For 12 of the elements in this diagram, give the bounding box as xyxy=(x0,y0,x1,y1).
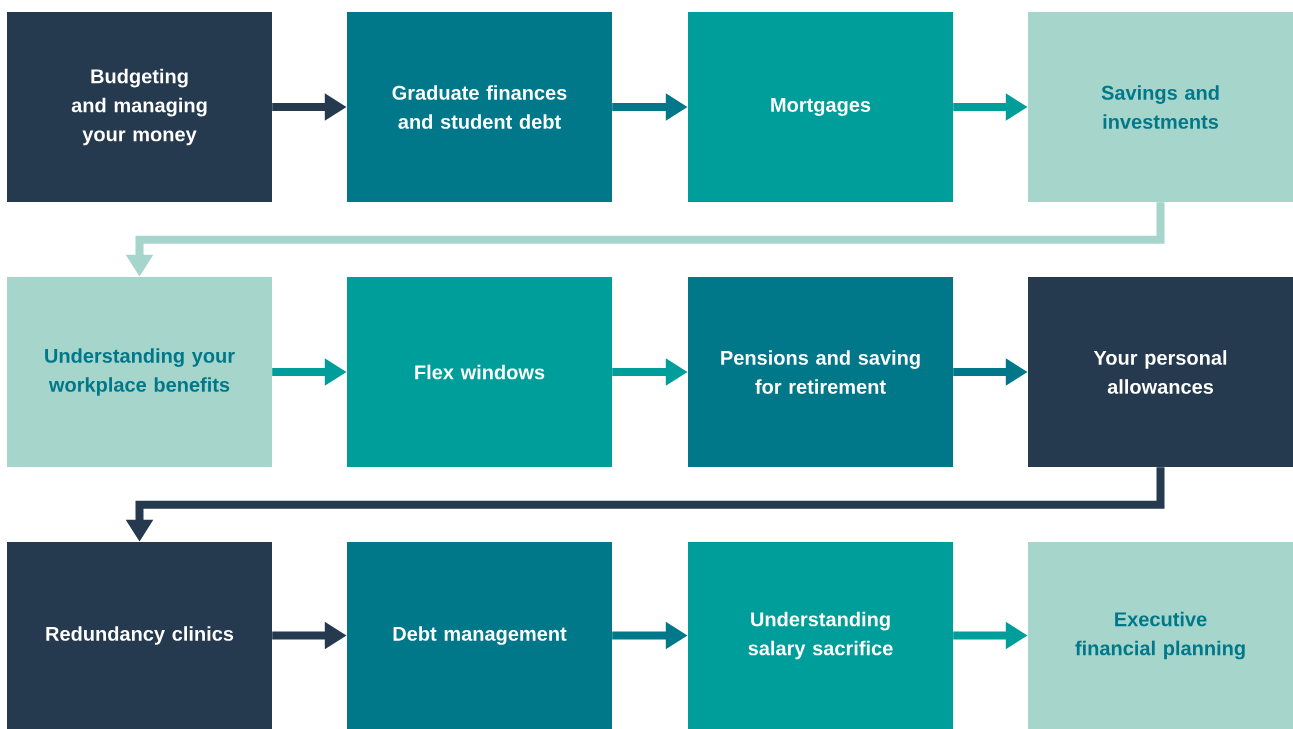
process-box: Budgeting and managing your money xyxy=(7,12,272,202)
process-box: Understanding your workplace benefits xyxy=(7,277,272,467)
process-box: Your personal allowances xyxy=(1028,277,1293,467)
process-box: Debt management xyxy=(347,542,612,729)
process-box: Graduate finances and student debt xyxy=(347,12,612,202)
process-box: Executive financial planning xyxy=(1028,542,1293,729)
process-box: Flex windows xyxy=(347,277,612,467)
process-box: Redundancy clinics xyxy=(7,542,272,729)
process-box: Understanding salary sacrifice xyxy=(688,542,953,729)
process-box: Pensions and saving for retirement xyxy=(688,277,953,467)
process-box: Savings and investments xyxy=(1028,12,1293,202)
process-box: Mortgages xyxy=(688,12,953,202)
